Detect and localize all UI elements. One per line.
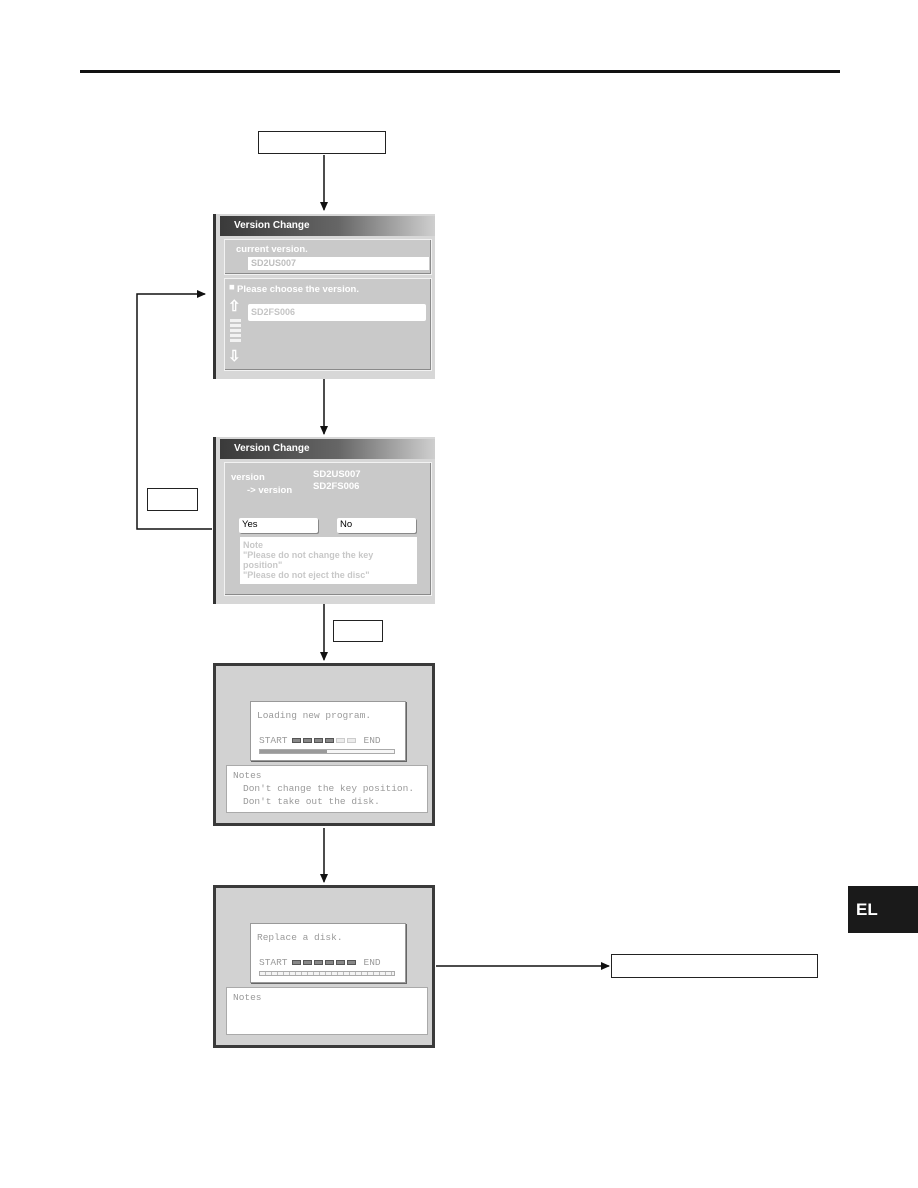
to-version-value: SD2FS006 [313, 481, 360, 492]
version-option-item[interactable]: SD2FS006 [248, 304, 426, 321]
progress-segment [291, 738, 301, 743]
yes-label-box [333, 620, 383, 642]
header-rule [80, 70, 840, 73]
current-version-panel: current version. SD2US007 [224, 239, 432, 275]
replace-message: Replace a disk. [257, 932, 343, 943]
end-label: END [363, 957, 381, 968]
segment-progress: START END [259, 957, 381, 968]
yes-button[interactable]: Yes [239, 518, 318, 533]
progress-segment [313, 960, 323, 965]
screen-title: Version Change [220, 439, 435, 459]
version-change-screen-2: Version Change version -> version SD2US0… [213, 437, 435, 604]
back-label-box [147, 488, 198, 511]
replace-disk-screen: Replace a disk. START END Notes [213, 885, 435, 1048]
choose-version-panel: ■ Please choose the version. ⇧ ⇩ SD2FS00… [224, 278, 432, 371]
note-line-1: "Please do not change the key position" [243, 550, 374, 570]
no-button[interactable]: No [337, 518, 416, 533]
progress-segment [335, 738, 345, 743]
choose-bullet-icon: ■ [229, 282, 235, 293]
progress-segment [346, 960, 356, 965]
progress-track [259, 749, 395, 754]
next-step-box [611, 954, 818, 978]
progress-segment [346, 738, 356, 743]
start-label: START [259, 957, 288, 968]
start-step-box [258, 131, 386, 154]
note-title: Note [243, 540, 263, 550]
progress-segment [313, 738, 323, 743]
loading-screen: Loading new program. START END Notes Don… [213, 663, 435, 826]
to-version-label: -> version [247, 485, 293, 496]
progress-segment [324, 960, 334, 965]
scroll-down-arrow-icon[interactable]: ⇩ [228, 348, 241, 365]
notes-line-2: Don't take out the disk. [243, 796, 380, 807]
section-tab-el: EL [848, 886, 918, 933]
progress-segment [324, 738, 334, 743]
version-label: version [231, 472, 265, 483]
notes-title: Notes [233, 770, 262, 781]
notes-line-1: Don't change the key position. [243, 783, 415, 794]
choose-version-label: Please choose the version. [237, 284, 359, 295]
notes-box: Notes [226, 987, 428, 1035]
scroll-up-arrow-icon[interactable]: ⇧ [228, 298, 241, 315]
replace-message-box: Replace a disk. START END [250, 923, 406, 983]
end-label: END [363, 735, 381, 746]
section-tab-label: EL [856, 899, 878, 919]
arrow-no-back-to-screen1 [136, 290, 212, 530]
notes-box: Notes Don't change the key position. Don… [226, 765, 428, 813]
start-label: START [259, 735, 288, 746]
current-version-label: current version. [236, 244, 308, 255]
segment-bar [291, 738, 358, 743]
current-version-field: SD2US007 [248, 257, 429, 270]
confirm-panel: version -> version SD2US007 SD2FS006 Yes… [224, 462, 432, 596]
scroll-track[interactable] [230, 319, 241, 344]
notes-title: Notes [233, 992, 262, 1003]
warning-note: Note "Please do not change the key posit… [240, 537, 417, 584]
progress-segment [291, 960, 301, 965]
version-change-screen-1: Version Change current version. SD2US007… [213, 214, 435, 379]
progress-segment [302, 960, 312, 965]
loading-message-box: Loading new program. START END [250, 701, 406, 761]
screen-title: Version Change [220, 216, 435, 236]
progress-fill [260, 750, 327, 753]
progress-segment [335, 960, 345, 965]
note-line-2: "Please do not eject the disc" [243, 570, 370, 580]
progress-track [259, 971, 395, 976]
loading-message: Loading new program. [257, 710, 372, 721]
segment-bar [291, 960, 358, 965]
from-version-value: SD2US007 [313, 469, 361, 480]
segment-progress: START END [259, 735, 381, 746]
progress-segment [302, 738, 312, 743]
